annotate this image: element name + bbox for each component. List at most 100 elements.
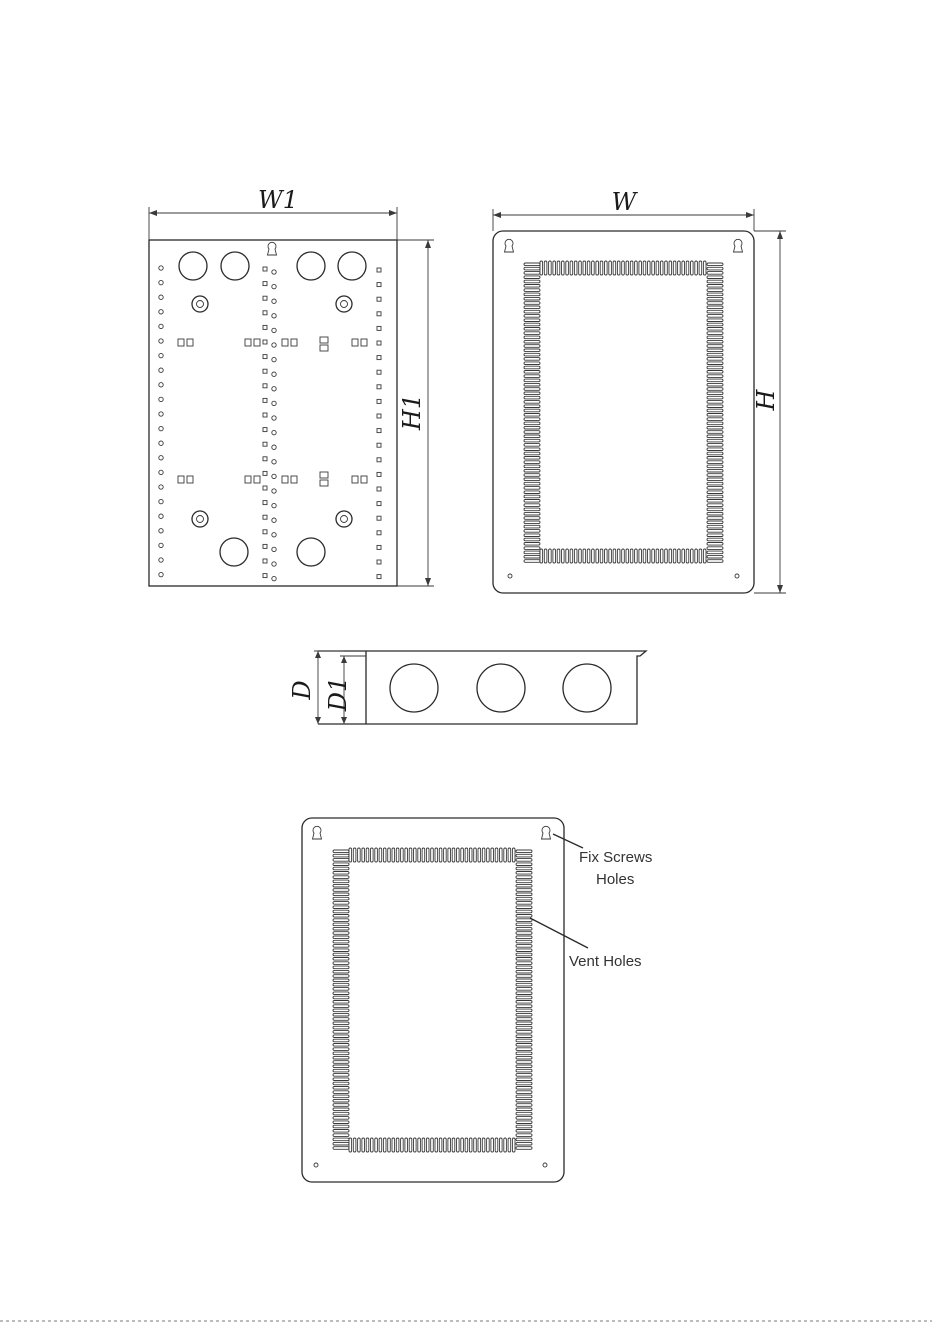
vent-slot (516, 1082, 532, 1085)
vent-slot (691, 261, 694, 275)
vent-slot (524, 547, 540, 550)
vent-slot (707, 547, 723, 550)
vent-slot (707, 422, 723, 425)
perforation-slot (263, 530, 267, 534)
vent-slot (613, 261, 616, 275)
vent-slot (707, 379, 723, 382)
vent-slot (491, 1138, 494, 1152)
vent-slot (524, 534, 540, 537)
perforation-hole (272, 270, 276, 274)
vent-slot (444, 1138, 447, 1152)
perforation-hole (272, 401, 276, 405)
vent-slot (333, 949, 349, 952)
vent-slot (516, 910, 532, 913)
vent-slot (660, 549, 663, 563)
vent-slot (516, 1056, 532, 1059)
vent-slot (333, 1121, 349, 1124)
vent-slot (333, 1056, 349, 1059)
vent-slot (516, 1052, 532, 1055)
vent-slot (516, 1005, 532, 1008)
vent-slot (516, 945, 532, 948)
vent-slot (524, 375, 540, 378)
vent-slot (622, 549, 625, 563)
front-view: W1 H1 (149, 186, 434, 586)
cable-knockout-hole (297, 252, 325, 280)
vent-slot (516, 1013, 532, 1016)
perforation-slot (377, 385, 381, 389)
vent-slot (461, 1138, 464, 1152)
vent-slot (707, 560, 723, 563)
vent-slot (648, 261, 651, 275)
vent-slot (524, 328, 540, 331)
vent-slot (495, 1138, 498, 1152)
perforation-hole (159, 499, 163, 503)
vent-slot (396, 1138, 399, 1152)
vent-slot (333, 1061, 349, 1064)
vent-slot (516, 850, 532, 853)
vent-slot (652, 549, 655, 563)
vent-slot (362, 1138, 365, 1152)
vent-slot (516, 983, 532, 986)
vent-slot (524, 504, 540, 507)
cable-knockout-hole (338, 252, 366, 280)
vent-slot (516, 867, 532, 870)
vent-slot (707, 530, 723, 533)
vent-slot (333, 876, 349, 879)
clip-slot (291, 476, 297, 483)
vent-slot (516, 872, 532, 875)
vent-slot (333, 854, 349, 857)
vent-slot (524, 297, 540, 300)
vent-slot (516, 1091, 532, 1094)
vent-slot (669, 261, 672, 275)
perforation-slot (377, 326, 381, 330)
vent-slot (707, 323, 723, 326)
perforation-hole (272, 416, 276, 420)
vent-slot (516, 884, 532, 887)
perforation-hole (272, 533, 276, 537)
vent-slot (333, 1048, 349, 1051)
vent-slot (461, 848, 464, 862)
perforation-slot (263, 413, 267, 417)
perforation-hole (159, 529, 163, 533)
vent-slot (375, 1138, 378, 1152)
vent-slot (524, 431, 540, 434)
vent-slot (333, 932, 349, 935)
vent-slot (707, 414, 723, 417)
vent-slot (516, 1121, 532, 1124)
vent-slot (524, 383, 540, 386)
vent-slot (707, 366, 723, 369)
perforation-slot (263, 369, 267, 373)
vent-slot (707, 297, 723, 300)
vent-slot (418, 1138, 421, 1152)
vent-hole-frame (524, 261, 723, 563)
vent-slot (707, 504, 723, 507)
vent-slot (652, 261, 655, 275)
vent-slot (707, 405, 723, 408)
perforation-slot (377, 545, 381, 549)
vent-slot (524, 495, 540, 498)
perforation-slot (263, 457, 267, 461)
perforation-slot (263, 311, 267, 315)
perforation-hole (272, 474, 276, 478)
perforation-hole (272, 562, 276, 566)
small-screw-hole (508, 574, 512, 578)
vent-slot (333, 970, 349, 973)
fix-screws-label: Fix Screws (579, 849, 652, 866)
vent-slot (333, 983, 349, 986)
vent-slot (707, 401, 723, 404)
vent-slot (707, 461, 723, 464)
clip-slot (187, 339, 193, 346)
vent-slot (707, 469, 723, 472)
perforation-hole (272, 299, 276, 303)
vent-slot (512, 848, 515, 862)
vent-slot (435, 1138, 438, 1152)
vent-slot (516, 953, 532, 956)
vent-slot (524, 371, 540, 374)
vent-slot (617, 261, 620, 275)
vent-slot (333, 906, 349, 909)
perforation-slot (377, 472, 381, 476)
vent-slot (516, 1125, 532, 1128)
vent-slot (516, 1048, 532, 1051)
vent-slot (333, 902, 349, 905)
vent-slot (333, 1138, 349, 1141)
